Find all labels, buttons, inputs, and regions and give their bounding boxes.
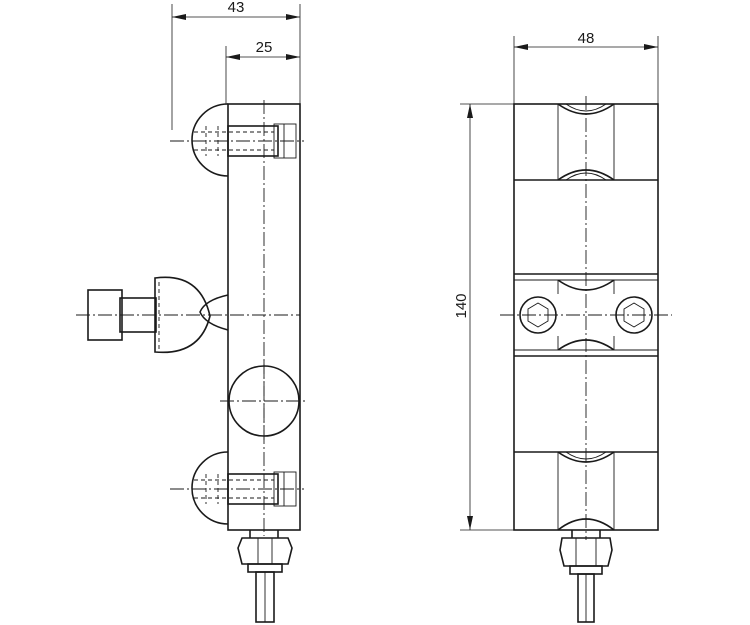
dimension-43-label: 43 <box>228 0 245 16</box>
dimension-43: 43 <box>171 0 301 130</box>
dimension-48-label: 48 <box>578 30 595 47</box>
bottom-ball-joint <box>170 451 304 525</box>
side-view: 43 25 <box>76 0 308 623</box>
dimension-25: 25 <box>225 39 300 104</box>
side-cable-gland <box>237 530 293 623</box>
dimension-48: 48 <box>513 30 659 104</box>
front-view: 48 140 <box>453 30 672 623</box>
dimension-140-label: 140 <box>453 293 470 318</box>
dimension-140: 140 <box>453 103 514 531</box>
front-cable-gland <box>559 530 613 623</box>
side-mount-stud <box>76 276 300 354</box>
dimension-25-label: 25 <box>256 39 273 56</box>
top-ball-joint <box>170 103 304 177</box>
